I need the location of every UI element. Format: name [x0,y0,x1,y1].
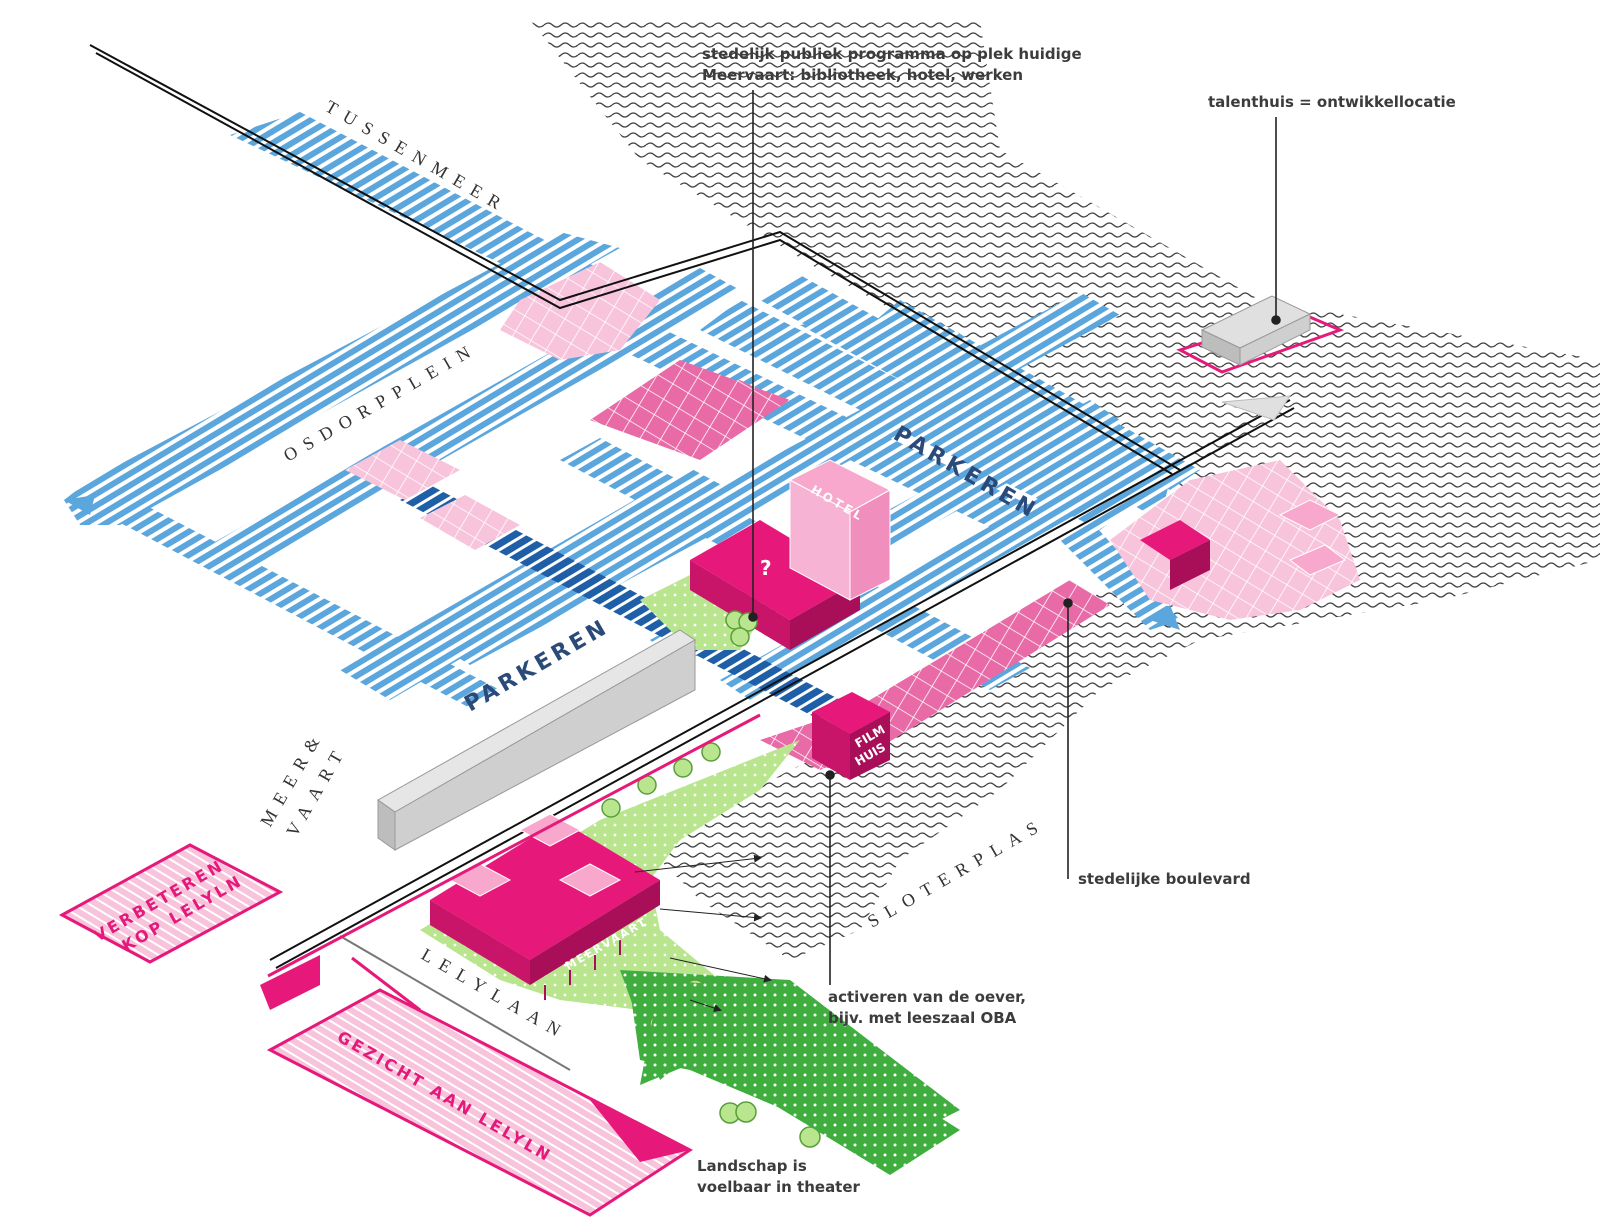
annotation-boulevard: stedelijke boulevard [1078,870,1251,888]
small-arrows [634,854,772,1012]
verbeteren-kop-box [58,843,284,964]
landscape-arrow [640,980,960,1175]
annotation-landschap-line-2: voelbaar in theater [697,1178,860,1196]
annotation-oever: activeren van de oever, bijv. met leesza… [828,987,1026,1029]
annotation-programma-line-2: Meervaart: bibliotheek, hotel, werken [702,66,1024,84]
leader-lines [748,90,1281,985]
meervaart-building: MEERVAART [430,813,660,1000]
arrow-to-talenthuis [1221,395,1291,421]
rail-lines [89,44,1295,1071]
annotation-programma-line-1: stedelijk publiek programma op plek huid… [702,45,1082,63]
question-building: ? [690,520,860,650]
talenthuis-building [1176,295,1345,374]
meervaart-border [267,713,761,1012]
question-label: ? [760,556,772,580]
annotation-talenthuis: talenthuis = ontwikkellocatie [1208,93,1456,111]
sloterplas-pavilions [1140,499,1346,590]
annotation-landschap-line-1: Landschap is [697,1157,807,1175]
hotel-building: HOTEL [788,459,892,601]
annotation-programma: stedelijk publiek programma op plek huid… [702,44,1082,86]
parking-arrows [64,495,1180,630]
annotation-oever-line-1: activeren van de oever, [828,988,1027,1006]
annotation-landschap: Landschap is voelbaar in theater [697,1156,860,1198]
annotation-oever-line-2: bijv. met leeszaal OBA [828,1009,1017,1027]
gezicht-lelylaan-arrow [260,955,693,1217]
water-sloterplas [530,20,1600,960]
grey-slab-building [377,629,696,851]
filmhuis-building: FILM HUIS [812,692,890,780]
